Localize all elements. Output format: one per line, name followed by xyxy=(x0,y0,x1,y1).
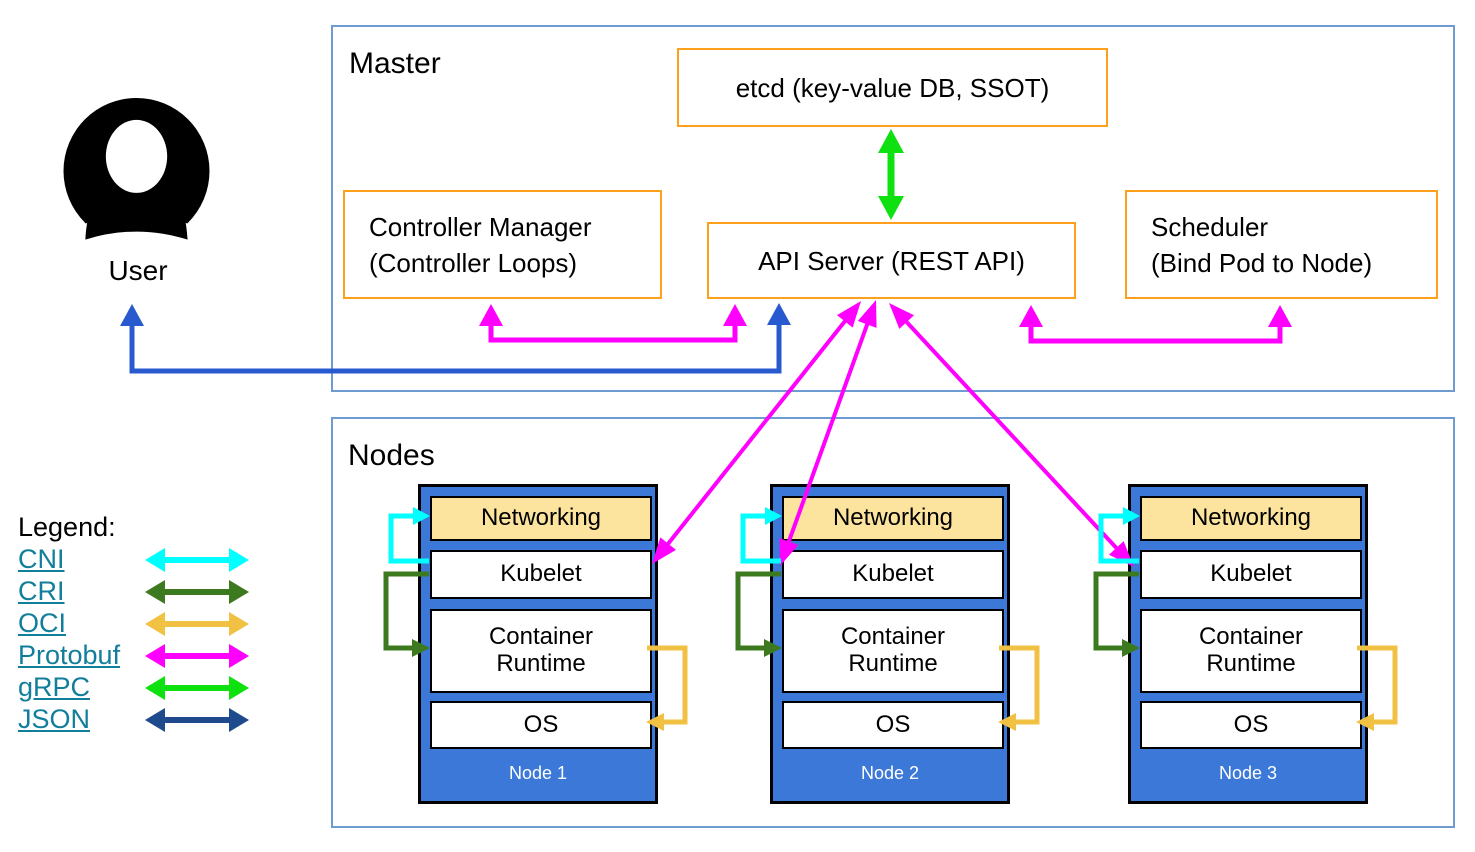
node-1-layer-kubelet: Kubelet xyxy=(430,550,652,599)
api-server-label: API Server (REST API) xyxy=(758,245,1025,276)
legend-arrow-cni xyxy=(145,548,249,572)
nodes-section xyxy=(331,417,1455,828)
legend-arrow-json xyxy=(145,708,249,732)
node-2-layer-kubelet: Kubelet xyxy=(782,550,1004,599)
legend-link-protobuf[interactable]: Protobuf xyxy=(18,640,121,670)
nodes-title: Nodes xyxy=(348,439,435,472)
legend-title: Legend: xyxy=(18,512,116,542)
node-3-layer-os: OS xyxy=(1140,701,1362,749)
node-3-layer-networking: Networking xyxy=(1140,496,1362,541)
etcd-label: etcd (key-value DB, SSOT) xyxy=(735,72,1050,103)
scheduler-label-line1: Scheduler xyxy=(1151,211,1269,242)
scheduler-label-line2: (Bind Pod to Node) xyxy=(1151,247,1373,278)
node-2-layer-container-runtime: Container Runtime xyxy=(782,609,1004,693)
legend-link-json[interactable]: JSON xyxy=(18,704,91,734)
controller-manager-box: Controller Manager (Controller Loops) xyxy=(343,190,662,299)
legend-arrow-protobuf xyxy=(145,644,249,668)
node-1-layer-networking: Networking xyxy=(430,496,652,541)
node-2-label: Node 2 xyxy=(860,763,920,783)
node-3-layer-container-runtime: Container Runtime xyxy=(1140,609,1362,693)
legend-link-oci[interactable]: OCI xyxy=(18,608,67,638)
user-icon xyxy=(63,98,210,244)
node-2-layer-networking: Networking xyxy=(782,496,1004,541)
controller-manager-label-line1: Controller Manager xyxy=(369,211,592,242)
controller-manager-label-line2: (Controller Loops) xyxy=(369,247,578,278)
legend-link-grpc[interactable]: gRPC xyxy=(18,672,91,702)
node-3-label: Node 3 xyxy=(1218,763,1278,783)
node-1-label: Node 1 xyxy=(508,763,568,783)
scheduler-box: Scheduler (Bind Pod to Node) xyxy=(1125,190,1438,299)
legend-arrow-grpc xyxy=(145,676,249,700)
legend-arrow-cri xyxy=(145,580,249,604)
user-label: User xyxy=(108,255,168,286)
node-3-layer-kubelet: Kubelet xyxy=(1140,550,1362,599)
api-server-box: API Server (REST API) xyxy=(707,222,1076,299)
node-2-layer-os: OS xyxy=(782,701,1004,749)
etcd-box: etcd (key-value DB, SSOT) xyxy=(677,48,1108,127)
node-1-layer-os: OS xyxy=(430,701,652,749)
node-1-layer-container-runtime: Container Runtime xyxy=(430,609,652,693)
master-section xyxy=(331,25,1455,392)
legend-link-cni[interactable]: CNI xyxy=(18,544,65,574)
legend-link-cri[interactable]: CRI xyxy=(18,576,65,606)
master-title: Master xyxy=(349,47,441,80)
legend-arrow-oci xyxy=(145,612,249,636)
